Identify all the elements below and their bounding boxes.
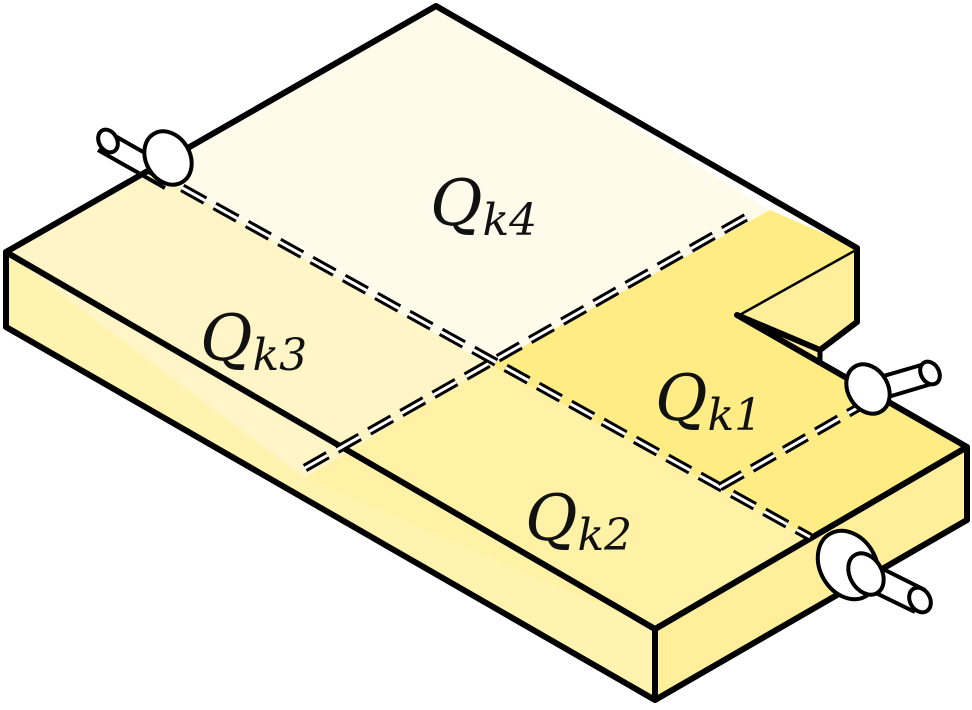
pipe-stub-right: [844, 359, 942, 416]
region-k1-face: [490, 210, 967, 537]
label-q-k4: Qk4: [430, 167, 537, 246]
region-k4-face: [150, 6, 770, 365]
region-k3-face: [6, 170, 490, 478]
pipe-dashed-cross-inner: [304, 213, 751, 470]
pipe-stub-front-right: [815, 528, 933, 615]
label-q-k2: Qk2: [525, 482, 632, 561]
pipe-dashed-long-inner: [149, 168, 811, 539]
pipe-stub-back-left: [96, 127, 194, 190]
top-face-outline: [3, 3, 970, 632]
region-k2-face: [305, 365, 810, 629]
label-q-k3: Qk3: [200, 302, 307, 381]
pipe-dashed-branch-inner: [719, 393, 881, 489]
label-q-k1: Qk1: [655, 362, 762, 441]
